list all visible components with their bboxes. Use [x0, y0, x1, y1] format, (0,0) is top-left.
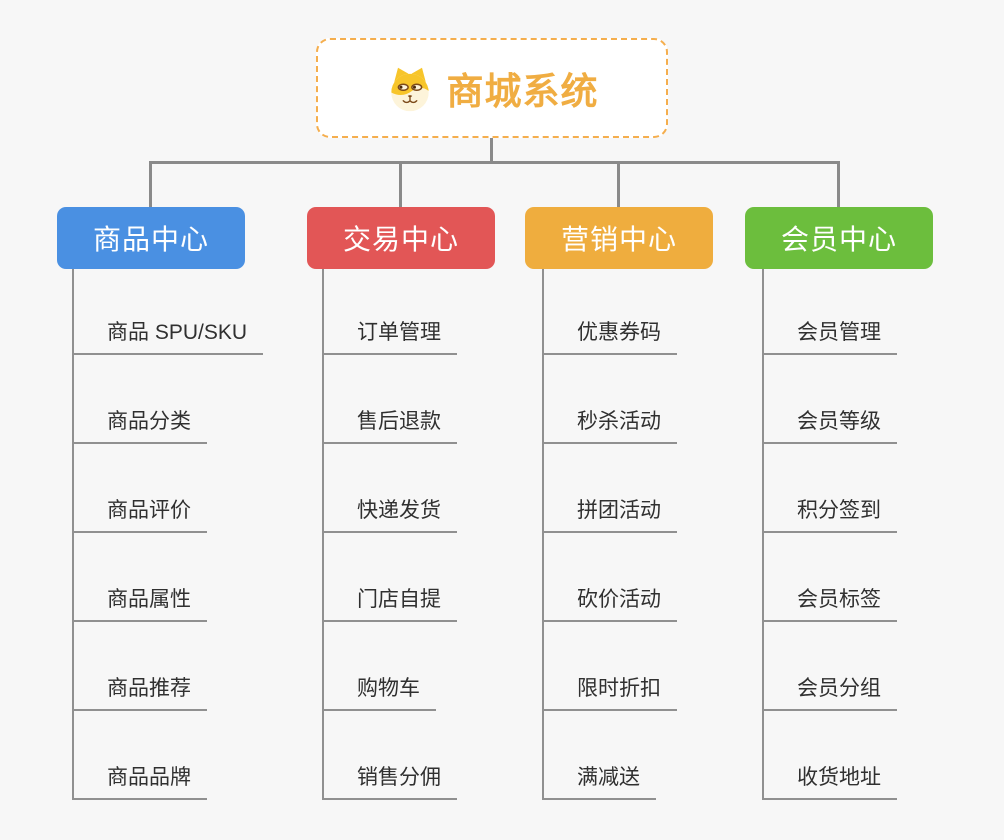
- connector-root-drop: [490, 138, 493, 164]
- leaf-node[interactable]: 会员等级: [762, 407, 897, 444]
- leaf-node[interactable]: 快递发货: [322, 496, 457, 533]
- leaf-node[interactable]: 购物车: [322, 674, 436, 711]
- leaf-node[interactable]: 商品分类: [72, 407, 207, 444]
- connector-horizontal-bar: [149, 161, 840, 164]
- leaf-node[interactable]: 会员分组: [762, 674, 897, 711]
- connector-branch-drop: [617, 161, 620, 207]
- branch-trunk-line: [762, 269, 764, 800]
- branch-node-product-center[interactable]: 商品中心: [57, 207, 245, 269]
- leaf-node[interactable]: 商品属性: [72, 585, 207, 622]
- leaf-node[interactable]: 售后退款: [322, 407, 457, 444]
- branch-node-trade-center[interactable]: 交易中心: [307, 207, 495, 269]
- connector-branch-drop: [837, 161, 840, 207]
- root-node[interactable]: 商城系统: [316, 38, 668, 138]
- branch-trunk-line: [322, 269, 324, 800]
- leaf-node[interactable]: 商品评价: [72, 496, 207, 533]
- branch-trunk-line: [542, 269, 544, 800]
- leaf-node[interactable]: 拼团活动: [542, 496, 677, 533]
- leaf-node[interactable]: 积分签到: [762, 496, 897, 533]
- leaf-node[interactable]: 商品品牌: [72, 763, 207, 800]
- root-title: 商城系统: [446, 71, 599, 112]
- leaf-node[interactable]: 商品 SPU/SKU: [72, 318, 264, 355]
- leaf-node[interactable]: 限时折扣: [542, 674, 677, 711]
- branch-node-member-center[interactable]: 会员中心: [745, 207, 933, 269]
- leaf-node[interactable]: 订单管理: [322, 318, 457, 355]
- branch-trunk-line: [72, 269, 74, 800]
- leaf-node[interactable]: 收货地址: [762, 763, 897, 800]
- connector-branch-drop: [149, 161, 152, 207]
- leaf-node[interactable]: 会员标签: [762, 585, 897, 622]
- leaf-node[interactable]: 商品推荐: [72, 674, 207, 711]
- leaf-node[interactable]: 销售分佣: [322, 763, 457, 800]
- leaf-node[interactable]: 优惠券码: [542, 318, 677, 355]
- leaf-node[interactable]: 会员管理: [762, 318, 897, 355]
- leaf-node[interactable]: 砍价活动: [542, 585, 677, 622]
- leaf-node[interactable]: 门店自提: [322, 585, 457, 622]
- connector-branch-drop: [399, 161, 402, 207]
- leaf-node[interactable]: 秒杀活动: [542, 407, 677, 444]
- shiba-dog-icon: [386, 64, 434, 112]
- branch-node-marketing-center[interactable]: 营销中心: [525, 207, 713, 269]
- leaf-node[interactable]: 满减送: [542, 763, 656, 800]
